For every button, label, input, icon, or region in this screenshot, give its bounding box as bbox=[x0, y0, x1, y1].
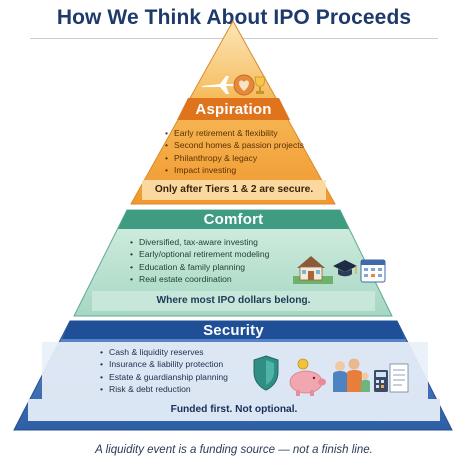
family-icon bbox=[333, 358, 370, 392]
list-item: Philanthropy & legacy bbox=[165, 152, 304, 164]
list-item: Early retirement & flexibility bbox=[165, 127, 304, 139]
list-item: Insurance & liability protection bbox=[100, 358, 228, 370]
security-tagline: Funded first. Not optional. bbox=[170, 404, 298, 415]
list-item: Real estate coordination bbox=[130, 273, 269, 285]
aspiration-icons bbox=[202, 74, 266, 96]
list-item: Early/optional retirement modeling bbox=[130, 248, 269, 260]
heart-icon bbox=[233, 74, 255, 96]
comfort-heading-band bbox=[118, 210, 349, 229]
list-item: Risk & debt reduction bbox=[100, 383, 228, 395]
comfort-tagline: Where most IPO dollars belong. bbox=[156, 295, 311, 306]
shield-icon bbox=[253, 355, 279, 391]
piggy-bank-icon bbox=[289, 358, 326, 396]
airplane-icon bbox=[202, 76, 237, 94]
house-icon bbox=[293, 256, 333, 284]
graduation-cap-icon bbox=[333, 260, 357, 277]
document-icon bbox=[389, 363, 409, 393]
list-item: Impact investing bbox=[165, 164, 304, 176]
trophy-icon bbox=[254, 76, 266, 94]
diagram-title: How We Think About IPO Proceeds bbox=[56, 6, 412, 29]
aspiration-tagline-band bbox=[142, 180, 326, 200]
comfort-icons bbox=[293, 256, 386, 284]
footer-caption: A liquidity event is a funding source — … bbox=[95, 444, 373, 456]
aspiration-list: Early retirement & flexibility Second ho… bbox=[165, 127, 304, 177]
calculator-icon bbox=[374, 370, 388, 392]
list-item: Estate & guardianship planning bbox=[100, 371, 228, 383]
aspiration-tagline: Only after Tiers 1 & 2 are secure. bbox=[154, 184, 314, 195]
list-item: Second homes & passion projects bbox=[165, 139, 304, 151]
comfort-heading: Comfort bbox=[203, 211, 264, 228]
security-icons bbox=[253, 355, 409, 396]
security-heading: Security bbox=[203, 322, 264, 339]
calendar-icon bbox=[360, 259, 386, 283]
list-item: Cash & liquidity reserves bbox=[100, 346, 228, 358]
comfort-list: Diversified, tax-aware investing Early/o… bbox=[130, 236, 269, 286]
security-list: Cash & liquidity reserves Insurance & li… bbox=[100, 346, 228, 396]
aspiration-heading-band bbox=[177, 98, 290, 120]
security-heading-band bbox=[62, 321, 405, 339]
aspiration-heading: Aspiration bbox=[195, 101, 272, 118]
list-item: Diversified, tax-aware investing bbox=[130, 236, 269, 248]
security-tagline-band bbox=[28, 399, 440, 421]
comfort-tagline-band bbox=[92, 291, 375, 311]
list-item: Education & family planning bbox=[130, 261, 269, 273]
